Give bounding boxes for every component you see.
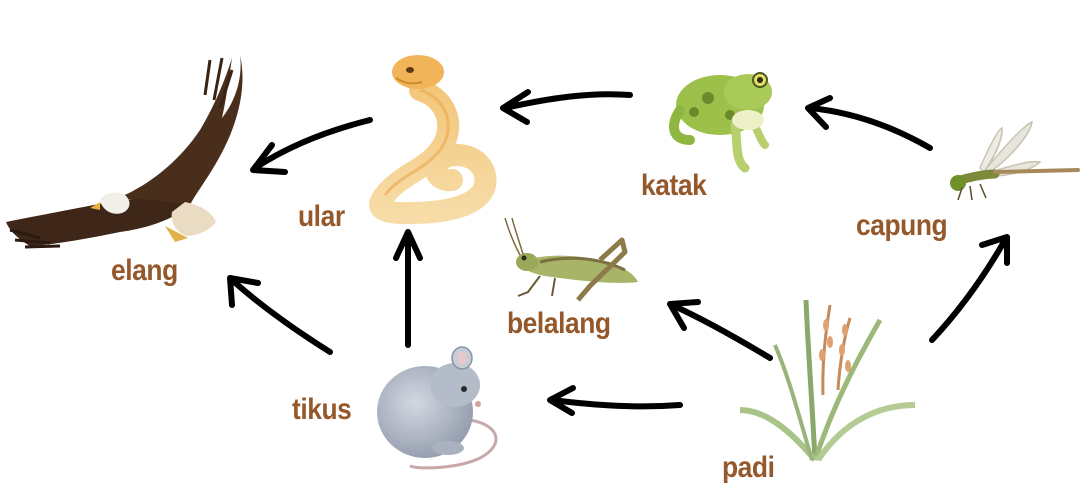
arrow-padi-to-capung [929,234,1010,343]
label-tikus: tikus [292,393,352,426]
snake-icon [369,55,497,225]
arrow-tikus-to-elang [227,275,333,355]
label-katak: katak [641,169,707,202]
dragonfly-icon [950,120,1080,201]
arrow-tikus-to-ular [393,229,423,348]
label-padi: padi [722,451,775,484]
arrow-padi-to-belalang [667,299,773,361]
arrow-katak-to-ular [500,89,633,125]
arrow-padi-to-tikus [547,385,683,416]
mouse-icon [377,346,498,470]
label-ular: ular [298,200,345,233]
arrows [227,89,1010,416]
arrow-ular-to-elang [250,117,373,175]
label-capung: capung [856,209,948,242]
eagle-icon [6,55,243,249]
arrow-capung-to-katak [805,95,933,151]
frog-icon [669,72,772,173]
grasshopper-icon [504,217,638,302]
label-elang: elang [111,254,178,287]
rice-plant-icon [739,299,916,462]
label-belalang: belalang [507,307,611,340]
